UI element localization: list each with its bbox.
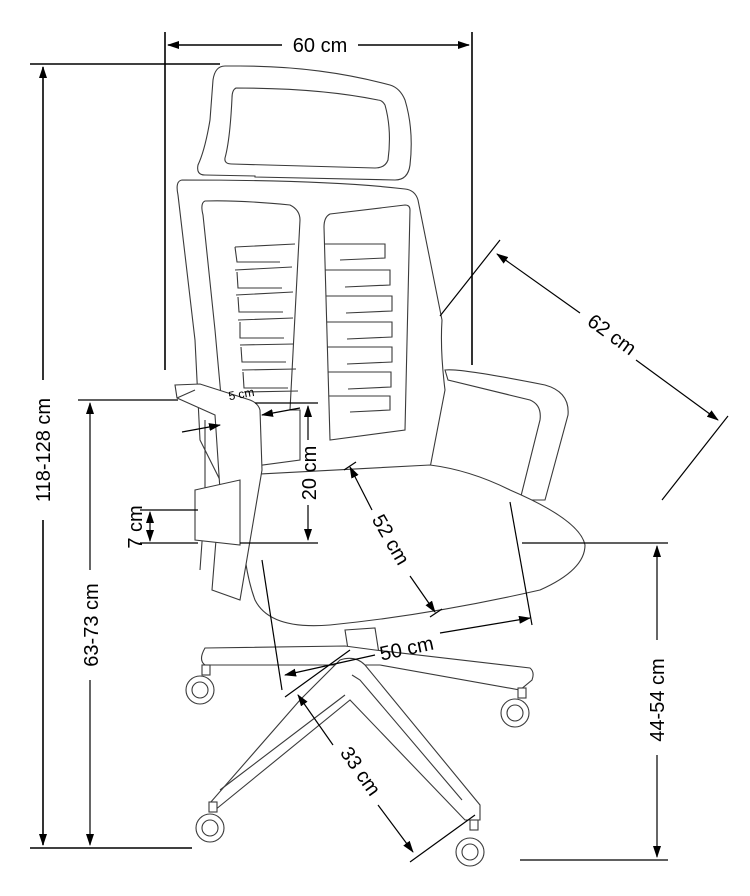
backrest-slats-right — [325, 243, 393, 413]
backrest-slats-left — [234, 243, 299, 393]
dim-width: 60 cm — [164, 32, 473, 370]
dim-base-leg: 33 cm — [284, 649, 476, 863]
armrest-right — [444, 369, 569, 501]
dim-armrest-width: 5 cm — [181, 385, 301, 433]
dim-total-height-label: 118-128 cm — [33, 398, 55, 502]
dim-seat-height: 44-54 cm — [520, 542, 669, 861]
caster-front-right — [455, 819, 485, 867]
caster-front-left — [195, 801, 225, 843]
armrest-left — [174, 383, 263, 601]
chair-drawing — [174, 65, 586, 867]
dim-armrest-height-label: 63-73 cm — [81, 583, 103, 666]
dim-depth-label: 62 cm — [583, 310, 640, 360]
dim-armrest-to-seat: 20 cm — [240, 402, 321, 544]
dim-width-label: 60 cm — [293, 35, 347, 57]
dim-armrest-height: 63-73 cm — [78, 399, 178, 846]
dim-armrest-width-label: 5 cm — [227, 385, 255, 403]
seat — [239, 464, 586, 627]
caster-back-right — [500, 687, 530, 728]
chair-base — [200, 645, 534, 821]
dim-total-height: 118-128 cm — [30, 63, 192, 849]
caster-back-left — [185, 664, 215, 705]
dim-armrest-adjust: 7 cm — [125, 505, 198, 549]
dim-seat-height-label: 44-54 cm — [647, 658, 669, 741]
headrest — [197, 65, 412, 181]
dim-armrest-to-seat-label: 20 cm — [299, 446, 321, 500]
dim-depth: 62 cm — [439, 239, 729, 501]
dim-armrest-adjust-label: 7 cm — [125, 505, 147, 548]
dim-base-leg-label: 33 cm — [335, 743, 384, 800]
